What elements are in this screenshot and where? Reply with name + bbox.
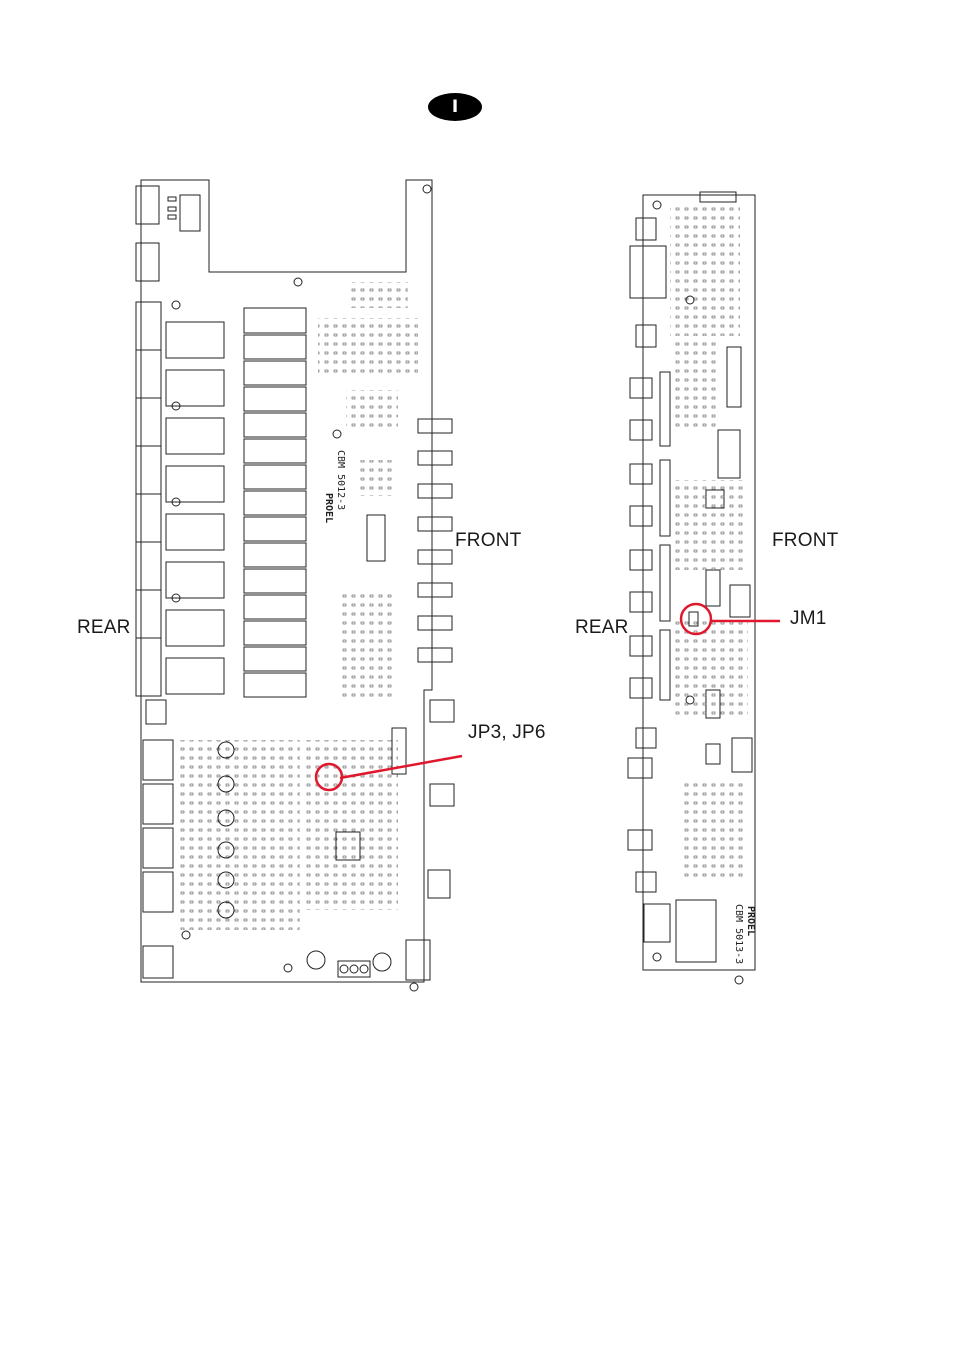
right-front-label: FRONT bbox=[772, 530, 839, 551]
rear-connector-top-2 bbox=[135, 242, 160, 282]
left-rear-label: REAR bbox=[77, 617, 131, 638]
jm1-highlight-circle bbox=[679, 602, 713, 636]
left-board bbox=[135, 179, 455, 992]
rear-connector-top-1 bbox=[135, 185, 160, 225]
left-board-name: CBM 5012-3 bbox=[335, 450, 346, 510]
front-jacks bbox=[417, 418, 453, 663]
right-board-name: CBM 5013-3 bbox=[733, 904, 744, 964]
left-front-label: FRONT bbox=[455, 530, 522, 551]
relay-modules bbox=[165, 321, 225, 695]
jp3-jp6-pointer-line bbox=[339, 754, 463, 780]
right-rear-jacks bbox=[627, 217, 671, 943]
rear-connector-strip bbox=[135, 301, 162, 697]
left-board-brand: PROEL bbox=[323, 493, 334, 523]
rear-connectors-bottom bbox=[142, 739, 174, 979]
right-rear-label: REAR bbox=[575, 617, 629, 638]
language-badge: I bbox=[428, 93, 482, 121]
left-board-outline bbox=[140, 179, 433, 983]
relay-stack bbox=[243, 307, 307, 698]
jm1-label: JM1 bbox=[790, 608, 827, 629]
right-board-brand: PROEL bbox=[745, 906, 756, 936]
right-board bbox=[627, 191, 756, 985]
jp3-jp6-label: JP3, JP6 bbox=[468, 722, 546, 743]
right-board-outline bbox=[642, 194, 756, 971]
